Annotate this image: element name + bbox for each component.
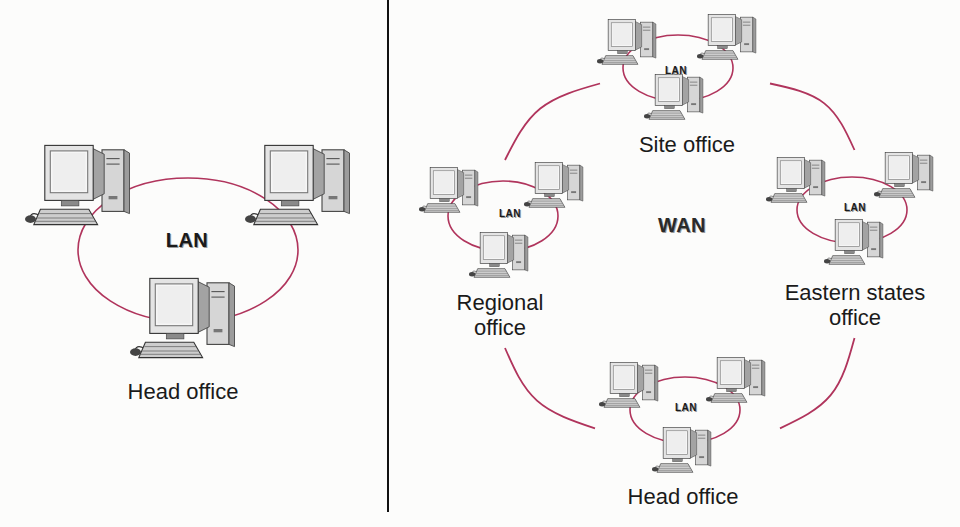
wan-link (505, 348, 595, 428)
network-label: LAN (665, 65, 687, 77)
wan-link (780, 338, 855, 428)
office-name: Head office (628, 484, 739, 509)
network-label: LAN (675, 402, 697, 414)
computer-icon (469, 233, 528, 278)
wan-link (505, 84, 600, 161)
computer-icon (419, 168, 478, 213)
computer-icon (245, 145, 350, 224)
lan-cluster: LAN Head office (15, 125, 375, 415)
computer-icon (644, 75, 703, 120)
computer-icon (597, 20, 656, 65)
network-label: WAN (658, 214, 706, 237)
divider-line (387, 0, 389, 512)
network-label: LAN (166, 229, 209, 252)
lan-cluster: LAN Head office (595, 355, 780, 518)
lan-cluster: LAN Eastern states office (762, 150, 947, 338)
network-label: LAN (499, 208, 521, 220)
office-name: Eastern states office (780, 280, 930, 331)
computer-icon (652, 428, 711, 473)
computer-icon (697, 15, 756, 60)
computer-icon (766, 158, 825, 203)
lan-cluster: LAN Site office (600, 5, 770, 162)
computer-icon (706, 358, 765, 403)
computer-icon (874, 153, 933, 198)
computer-illustration (15, 125, 375, 415)
computer-icon (824, 220, 883, 265)
computer-icon (25, 145, 130, 224)
lan-cluster: LAN Regional office (420, 160, 590, 348)
wan-link (770, 84, 855, 151)
computer-icon (599, 363, 658, 408)
computer-icon (130, 278, 235, 357)
office-name: Site office (639, 132, 735, 157)
network-label: LAN (844, 202, 866, 214)
office-name: Head office (128, 379, 239, 404)
computer-icon (524, 163, 583, 208)
office-name: Regional office (444, 290, 556, 341)
